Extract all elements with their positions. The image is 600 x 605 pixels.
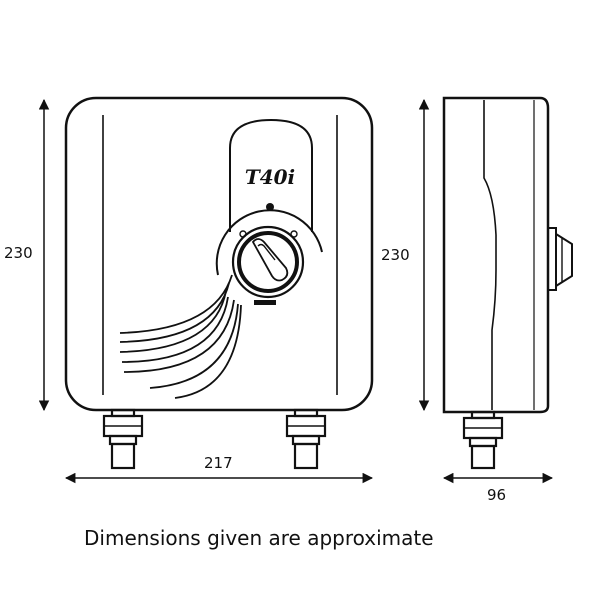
approximate-dimensions-note: Dimensions given are approximate: [84, 526, 434, 550]
side-knob-profile: [547, 227, 573, 291]
side-water-connector: [462, 410, 504, 470]
product-logo: T40i: [245, 165, 295, 189]
side-height-label: 230: [381, 246, 410, 264]
temperature-knob-outer[interactable]: [231, 225, 305, 299]
side-body-outline: [442, 96, 550, 414]
side-depth-label: 96: [487, 486, 507, 504]
knob-housing-arc: [215, 209, 323, 276]
knob-max-marker: [290, 230, 298, 238]
side-dimension-lines: [418, 98, 554, 484]
knob-min-marker: [239, 230, 247, 238]
front-body-outline: [64, 96, 374, 412]
front-height-label: 230: [4, 244, 33, 262]
indicator-light: [266, 203, 274, 211]
side-view: [442, 96, 573, 470]
flow-lines: [119, 274, 242, 399]
right-water-connector: [285, 408, 327, 470]
control-panel-dome: [229, 118, 313, 232]
temperature-knob-inner[interactable]: [237, 231, 299, 293]
knob-grip: [251, 238, 289, 282]
front-width-label: 217: [204, 454, 233, 472]
side-contour-line: [483, 100, 497, 410]
knob-label-plate: [254, 300, 276, 305]
front-view: [64, 96, 374, 470]
left-water-connector: [102, 408, 144, 470]
front-dimension-lines: [38, 98, 374, 484]
knob-grip-inner: [257, 243, 276, 261]
